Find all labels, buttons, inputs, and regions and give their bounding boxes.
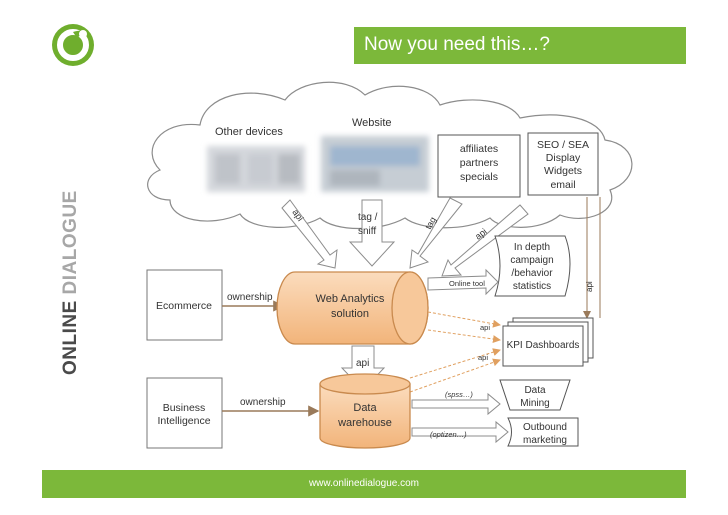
ecommerce-box [146, 269, 223, 341]
arrow-seo [441, 204, 529, 277]
tag-sniff-line1: tag / [358, 212, 378, 223]
kpi-dashboards-box [502, 325, 584, 367]
other-devices-image [207, 146, 305, 192]
data-warehouse-cylinder [319, 373, 411, 449]
footer-bar: www.onlinedialogue.com [42, 470, 686, 498]
web-analytics-cylinder [276, 271, 429, 345]
dashed-arrow-kpi-2 [427, 329, 501, 343]
footer-url: www.onlinedialogue.com [308, 478, 420, 489]
email-line: email [550, 179, 575, 191]
api-side-label: api [585, 281, 594, 292]
title-bar: Now you need this…? [354, 27, 686, 64]
dashed-arrow-dw-kpi-2 [409, 358, 501, 393]
online-tool-arrow [427, 268, 499, 296]
seo-box [527, 132, 599, 196]
data-mining-line2: Mining [520, 398, 549, 409]
seo-line: SEO / SEA [537, 139, 589, 151]
kpi-label: KPI Dashboards [507, 340, 580, 351]
widgets-line: Widgets [544, 165, 582, 177]
spss-arrow [411, 392, 501, 416]
outbound-line2: marketing [523, 435, 567, 446]
ecommerce-label: Ecommerce [156, 300, 212, 312]
optizen-arrow [411, 420, 509, 444]
bi-line1: Business [163, 402, 206, 414]
bi-line2: Intelligence [157, 415, 210, 427]
api-kpi-label-1: api [480, 323, 490, 332]
in-depth-line2: campaign [510, 255, 553, 266]
outbound-shape [507, 417, 579, 447]
in-depth-shape [494, 235, 571, 297]
outbound-line1: Outbound [523, 422, 567, 433]
data-warehouse-line2: warehouse [337, 417, 392, 429]
dashed-arrow-kpi-1 [427, 311, 501, 328]
api-kpi-label-2: api [478, 353, 488, 362]
data-mining-shape [499, 379, 571, 411]
data-mining-line1: Data [524, 385, 546, 396]
other-devices-label: Other devices [215, 126, 283, 138]
online-tool-label: Online tool [449, 279, 485, 288]
in-depth-line3: /behavior [511, 268, 553, 279]
website-image [321, 136, 429, 192]
logo-icon [50, 22, 96, 68]
page-title: Now you need this…? [364, 34, 550, 55]
ownership-label-1: ownership [227, 292, 273, 303]
partners-line: partners [460, 157, 499, 169]
in-depth-line1: In depth [514, 242, 550, 253]
optizen-label: (optizen…) [430, 430, 467, 439]
api-dw-label: api [356, 358, 369, 369]
tag-sniff-line2: sniff [358, 226, 376, 237]
web-analytics-line1: Web Analytics [316, 293, 385, 305]
arrow-affiliates [409, 197, 463, 269]
arrow-other-devices [281, 199, 338, 269]
data-warehouse-line1: Data [353, 402, 377, 414]
dashed-arrow-dw-kpi-1 [409, 348, 501, 379]
website-label: Website [352, 117, 392, 129]
specials-line: specials [460, 171, 498, 183]
business-intelligence-box [146, 377, 223, 449]
web-analytics-line2: solution [331, 308, 369, 320]
arrow-tag-sniff [348, 199, 396, 267]
affiliates-line: affiliates [460, 143, 498, 155]
display-line: Display [546, 152, 581, 164]
ownership-label-2: ownership [240, 397, 286, 408]
affiliates-box [437, 134, 521, 198]
in-depth-line4: statistics [513, 281, 551, 292]
spss-label: (spss…) [445, 390, 473, 399]
